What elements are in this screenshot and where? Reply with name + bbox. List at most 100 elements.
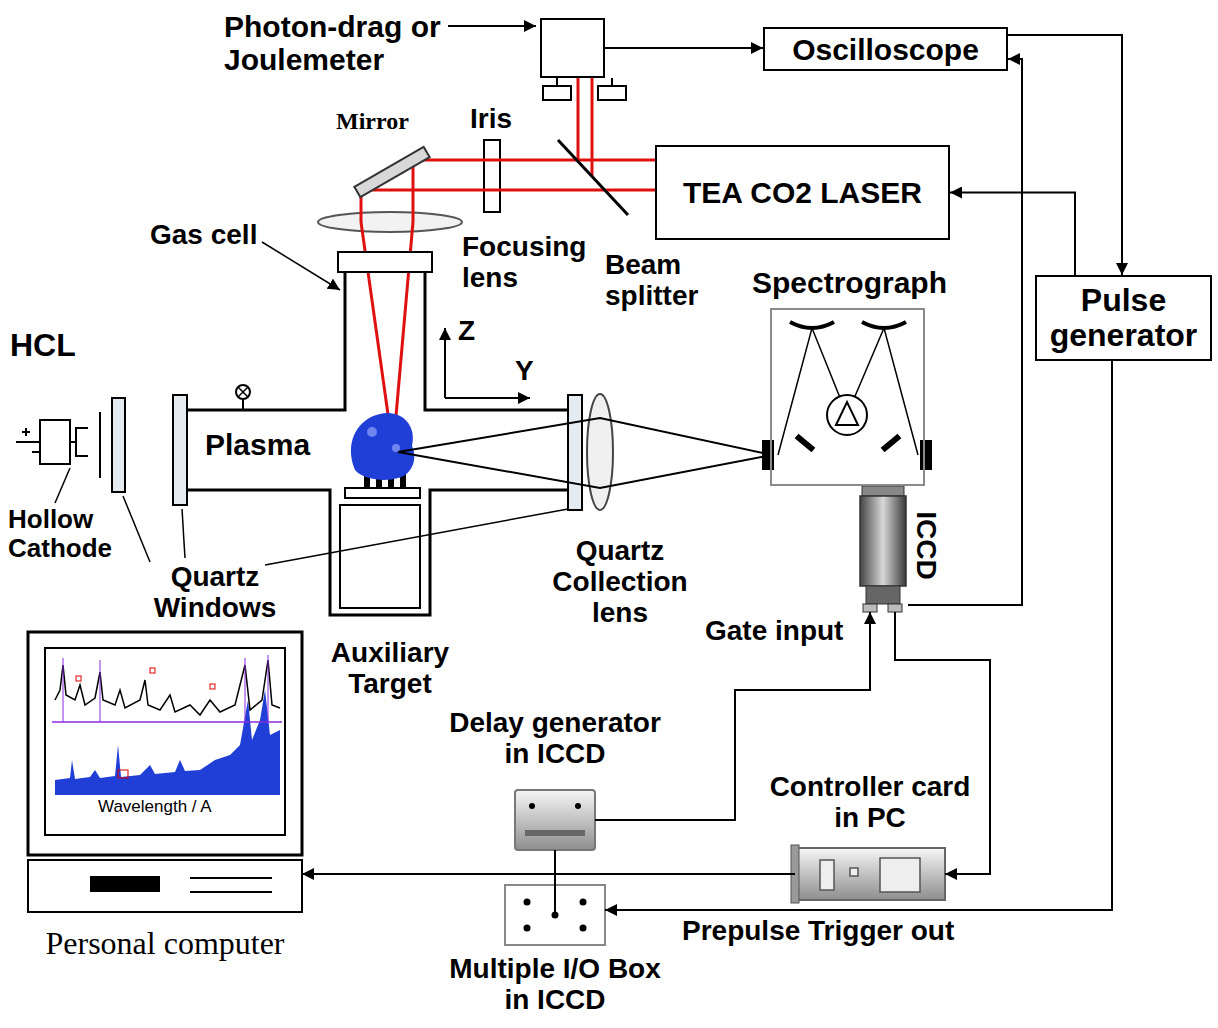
spectrum-plot — [55, 690, 280, 795]
spectrum-plot — [63, 658, 64, 722]
node-text: Controller card in PC — [765, 772, 975, 834]
node-text: Oscilloscope — [792, 33, 979, 66]
iris — [484, 140, 500, 212]
part-label: Plasma — [205, 428, 310, 461]
light-collection-path — [398, 418, 772, 455]
leader-arrow — [448, 25, 536, 27]
io-box: Multiple I/O Box in ICCD — [505, 885, 605, 945]
plasma — [367, 427, 377, 437]
hollow-cathode-lamp — [16, 412, 100, 478]
leader-line — [262, 242, 340, 290]
io-box-device — [580, 925, 587, 932]
iris — [484, 140, 500, 212]
signal-connector — [554, 850, 556, 885]
gas-valve — [238, 387, 248, 397]
spectrum-plot — [268, 655, 269, 722]
io-box-device — [554, 885, 556, 915]
spectrograph-optics — [778, 328, 918, 455]
signal-connector — [605, 47, 763, 49]
controller-card-device — [791, 845, 945, 903]
iccd-camera-body — [860, 496, 906, 586]
quartz-window — [173, 395, 187, 505]
spectrograph-box: Spectrograph — [770, 308, 925, 486]
gas-cell — [338, 252, 432, 272]
part-label: Mirror — [336, 108, 409, 134]
oscilloscope-box: Oscilloscope — [763, 27, 1008, 71]
plasma — [351, 413, 414, 480]
gas-valve — [236, 385, 250, 410]
gas-valve — [242, 399, 244, 410]
iccd-camera: ICCD — [858, 490, 908, 612]
delay-generator-device — [575, 803, 581, 809]
leader-line — [55, 468, 70, 503]
spectrograph-optics — [827, 395, 867, 435]
detector-mount — [543, 78, 626, 100]
spectrograph-optics — [762, 322, 932, 470]
coordinate-axes — [445, 397, 530, 399]
gas-valve — [238, 387, 248, 397]
leader-line — [123, 496, 150, 562]
laser-beam — [577, 78, 580, 160]
node-text: ICCD — [910, 511, 941, 579]
spectrograph-optics — [920, 440, 932, 470]
signal-connector — [302, 873, 795, 875]
node-text: Photon-drag or Joulemeter — [224, 10, 459, 76]
mirror — [354, 147, 429, 197]
detector-mount — [611, 78, 613, 86]
delay-generator: Delay generator in ICCD — [515, 790, 595, 850]
beam-splitter — [558, 140, 628, 215]
hollow-cathode-lamp — [70, 441, 76, 443]
io-box-device — [505, 885, 605, 945]
signal-connector — [605, 361, 1112, 910]
hollow-cathode-lamp — [40, 420, 70, 464]
quartz-window — [568, 395, 582, 510]
part-label: Z — [458, 316, 475, 347]
spectrum-plot — [210, 684, 215, 689]
hollow-cathode-lamp — [99, 412, 101, 478]
personal-computer-drawing — [28, 860, 302, 912]
delay-generator-device — [515, 790, 595, 850]
detector-mount — [543, 86, 571, 100]
part-label: Focusing lens — [462, 232, 612, 294]
delay-generator-device — [529, 803, 535, 809]
spectrograph-optics — [836, 402, 858, 425]
hollow-cathode-lamp — [32, 451, 40, 453]
signal-connector — [1008, 35, 1122, 275]
io-box-device — [524, 899, 531, 906]
spectrograph-optics — [795, 434, 816, 453]
gas-valve — [236, 385, 250, 399]
controller-card-device — [820, 860, 834, 890]
quartz-window — [112, 398, 125, 492]
signal-connector — [895, 612, 990, 874]
iccd-camera-body — [863, 604, 877, 612]
personal-computer-drawing — [90, 876, 160, 892]
part-label: Auxiliary Target — [310, 638, 470, 700]
focusing-lens — [318, 212, 462, 232]
node-text: Delay generator in ICCD — [441, 708, 669, 770]
delay-generator-device — [515, 790, 595, 850]
part-label: HCL — [10, 328, 76, 363]
part-label: Iris — [470, 104, 512, 135]
detector-box: Photon-drag or Joulemeter — [540, 18, 605, 78]
auxiliary-target — [340, 505, 420, 608]
controller-card-device — [880, 858, 920, 892]
laser-beam — [413, 159, 655, 162]
pulse-generator-box: Pulse generator — [1035, 275, 1212, 361]
delay-generator-device — [525, 830, 585, 836]
iccd-camera-body — [888, 604, 902, 612]
laser-beam — [361, 189, 655, 192]
personal-computer-drawing — [190, 891, 272, 893]
detector-mount — [598, 86, 626, 100]
focusing-lens — [318, 212, 462, 232]
spectrum-plot — [55, 660, 280, 715]
personal-computer: Personal computer — [28, 632, 302, 914]
personal-computer-drawing — [45, 648, 285, 835]
leader-line — [182, 509, 185, 558]
iccd-camera-body — [862, 486, 904, 496]
hollow-cathode-lamp — [16, 441, 40, 443]
leader-arrow — [448, 26, 536, 27]
spectrum-plot — [52, 721, 282, 723]
auxiliary-target — [345, 488, 420, 498]
